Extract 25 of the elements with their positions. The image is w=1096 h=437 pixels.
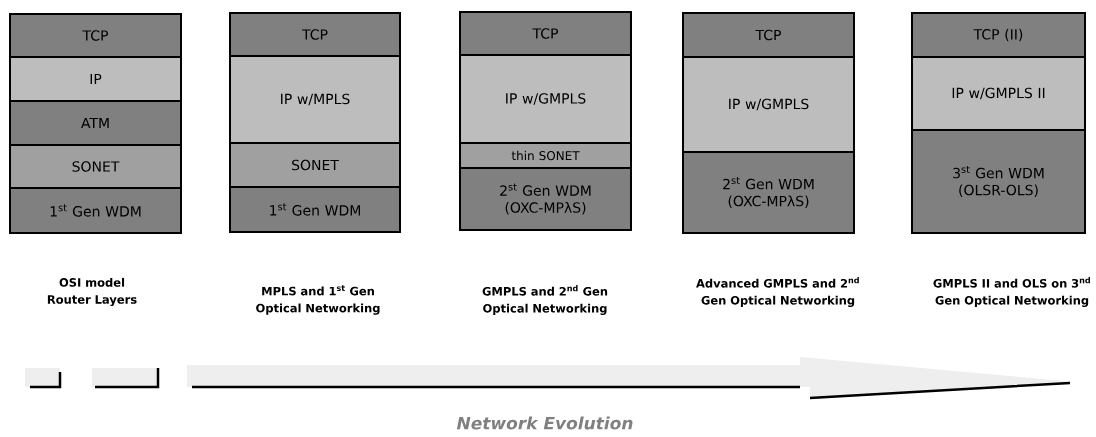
- layer-box: TCP: [459, 11, 632, 56]
- layer-box: SONET: [229, 142, 401, 188]
- stage-caption: Advanced GMPLS and 2$^{nd}$ Gen Optical Networking: [696, 277, 859, 307]
- layer-box: thin SONET: [459, 142, 632, 169]
- layer-box: TCP: [9, 13, 182, 58]
- layer-box: TCP (II): [911, 12, 1086, 58]
- stage-caption: OSI model Router Layers: [47, 277, 137, 307]
- layer-box: IP w/MPLS: [229, 55, 401, 144]
- layer-box: SONET: [9, 144, 182, 189]
- layer-box: 2$^{st}$ Gen WDM (OXC-MPλS): [459, 167, 632, 231]
- arrow-caption: Network Evolution: [456, 416, 633, 430]
- layer-box: IP w/GMPLS: [459, 54, 632, 144]
- layer-box: 1$^{st}$ Gen WDM: [229, 186, 401, 233]
- layer-box: 3$^{st}$ Gen WDM (OLSR-OLS): [911, 129, 1086, 234]
- stage-caption: MPLS and 1$^{st}$ Gen Optical Networking: [256, 285, 380, 315]
- stage-caption: GMPLS II and OLS on 3$^{nd}$ Gen Optical Networking: [933, 277, 1090, 307]
- layer-box: IP w/GMPLS: [682, 56, 855, 153]
- layer-box: ATM: [9, 100, 182, 146]
- layer-box: TCP: [682, 12, 855, 58]
- layer-box: 2$^{st}$ Gen WDM (OXC-MPλS): [682, 151, 855, 234]
- layer-box: 1$^{st}$ Gen WDM: [9, 187, 182, 234]
- stage-caption: GMPLS and 2$^{nd}$ Gen Optical Networking: [482, 285, 608, 315]
- layer-box: TCP: [229, 12, 401, 57]
- layer-box: IP w/GMPLS II: [911, 56, 1086, 131]
- layer-box: IP: [9, 56, 182, 102]
